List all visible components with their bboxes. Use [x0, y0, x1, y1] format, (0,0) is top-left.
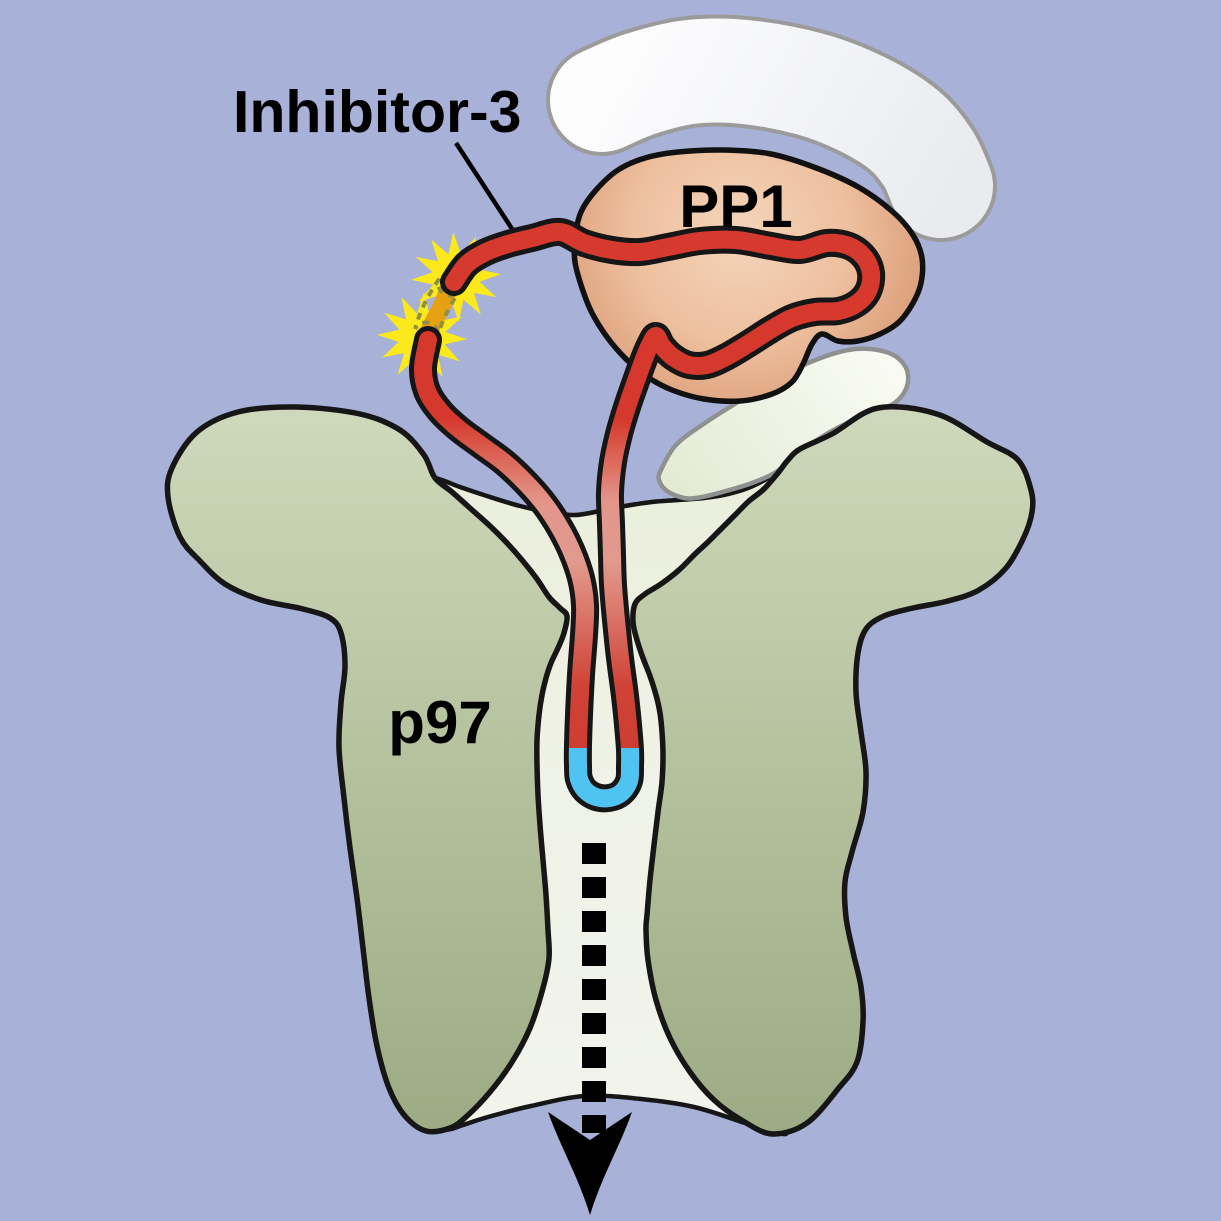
svg-text:p97: p97	[388, 689, 491, 756]
svg-text:Inhibitor-3: Inhibitor-3	[233, 79, 521, 145]
svg-text:PP1: PP1	[679, 173, 792, 240]
